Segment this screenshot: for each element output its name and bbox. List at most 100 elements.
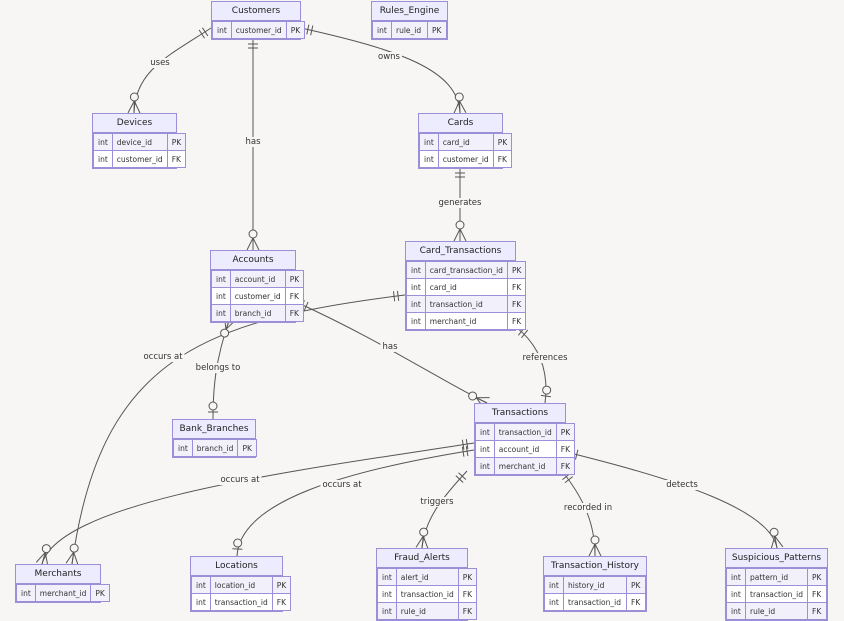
attribute-type: int [476,441,495,458]
attribute-name: card_transaction_id [425,262,507,279]
attribute-key: FK [627,594,646,611]
attribute-name: card_id [438,134,493,151]
attribute-key: FK [507,313,525,330]
attribute-type: int [420,134,439,151]
entity-title: Card_Transactions [406,242,515,261]
attribute-type: int [212,271,231,288]
relationship-line-triggers [422,471,467,548]
cardinality-many-marker [589,536,601,556]
entity-title: Accounts [211,251,295,270]
cardinality-many-marker [66,544,78,565]
attribute-key: FK [556,458,574,475]
relationship-line-tx-occurs-at-merchant [42,443,474,564]
cardinality-many-marker [36,545,50,566]
attribute-key: PK [428,22,447,39]
attribute-name: merchant_id [35,585,91,602]
attribute-name: customer_id [112,151,167,168]
relationship-line-references [516,327,546,403]
attribute-key: FK [458,586,476,603]
attribute-key: PK [627,577,646,594]
attribute-key: PK [285,271,303,288]
cardinality-many-marker [454,93,466,113]
relationship-label-owns: owns [376,52,402,62]
attribute-name: transaction_id [210,594,272,611]
attribute-key: FK [493,151,511,168]
cardinality-many-marker [770,528,783,549]
attribute-key: PK [507,262,525,279]
entity-title: Bank_Branches [173,420,255,439]
entity-title: Suspicious_Patterns [726,549,827,568]
attribute-type: int [17,585,36,602]
relationship-label-generates: generates [437,198,484,208]
attribute-key: PK [91,585,109,602]
attribute-key: FK [167,151,185,168]
attribute-name: customer_id [230,288,285,305]
attribute-key: FK [507,279,525,296]
attribute-type: int [212,305,231,322]
attribute-type: int [476,458,495,475]
attribute-type: int [420,151,439,168]
attribute-name: transaction_id [746,586,808,603]
attribute-name: transaction_id [396,586,458,603]
entity-title: Locations [191,557,282,576]
relationship-label-triggers: triggers [418,497,455,507]
relationship-line-recorded-in [562,471,595,556]
attribute-key: FK [556,441,574,458]
attribute-name: history_id [564,577,627,594]
attribute-type: int [378,603,397,620]
entity-title: Cards [419,114,502,133]
attribute-name: branch_id [192,440,238,457]
attribute-name: account_id [230,271,285,288]
relationship-label-tx-occurs-at-merchant: occurs at [218,475,261,485]
relationship-label-uses: uses [148,58,171,68]
attribute-key: PK [167,134,185,151]
cardinality-many-marker [247,230,259,250]
cardinality-many-marker [454,221,466,241]
relationship-label-has-transactions: has [380,342,399,352]
attribute-type: int [476,424,495,441]
attribute-type: int [407,279,426,296]
attribute-type: int [174,440,193,457]
attribute-type: int [407,262,426,279]
attribute-type: int [407,296,426,313]
attribute-name: merchant_id [425,313,507,330]
attribute-name: account_id [494,441,556,458]
entity-title: Devices [93,114,176,133]
attribute-key: FK [272,594,290,611]
attribute-key: PK [493,134,511,151]
relationship-label-references: references [520,353,569,363]
cardinality-many-marker [416,528,428,549]
attribute-name: rule_id [746,603,808,620]
attribute-type: int [213,22,232,39]
attribute-key: FK [507,296,525,313]
relationship-label-belongs-to: belongs to [194,363,243,373]
